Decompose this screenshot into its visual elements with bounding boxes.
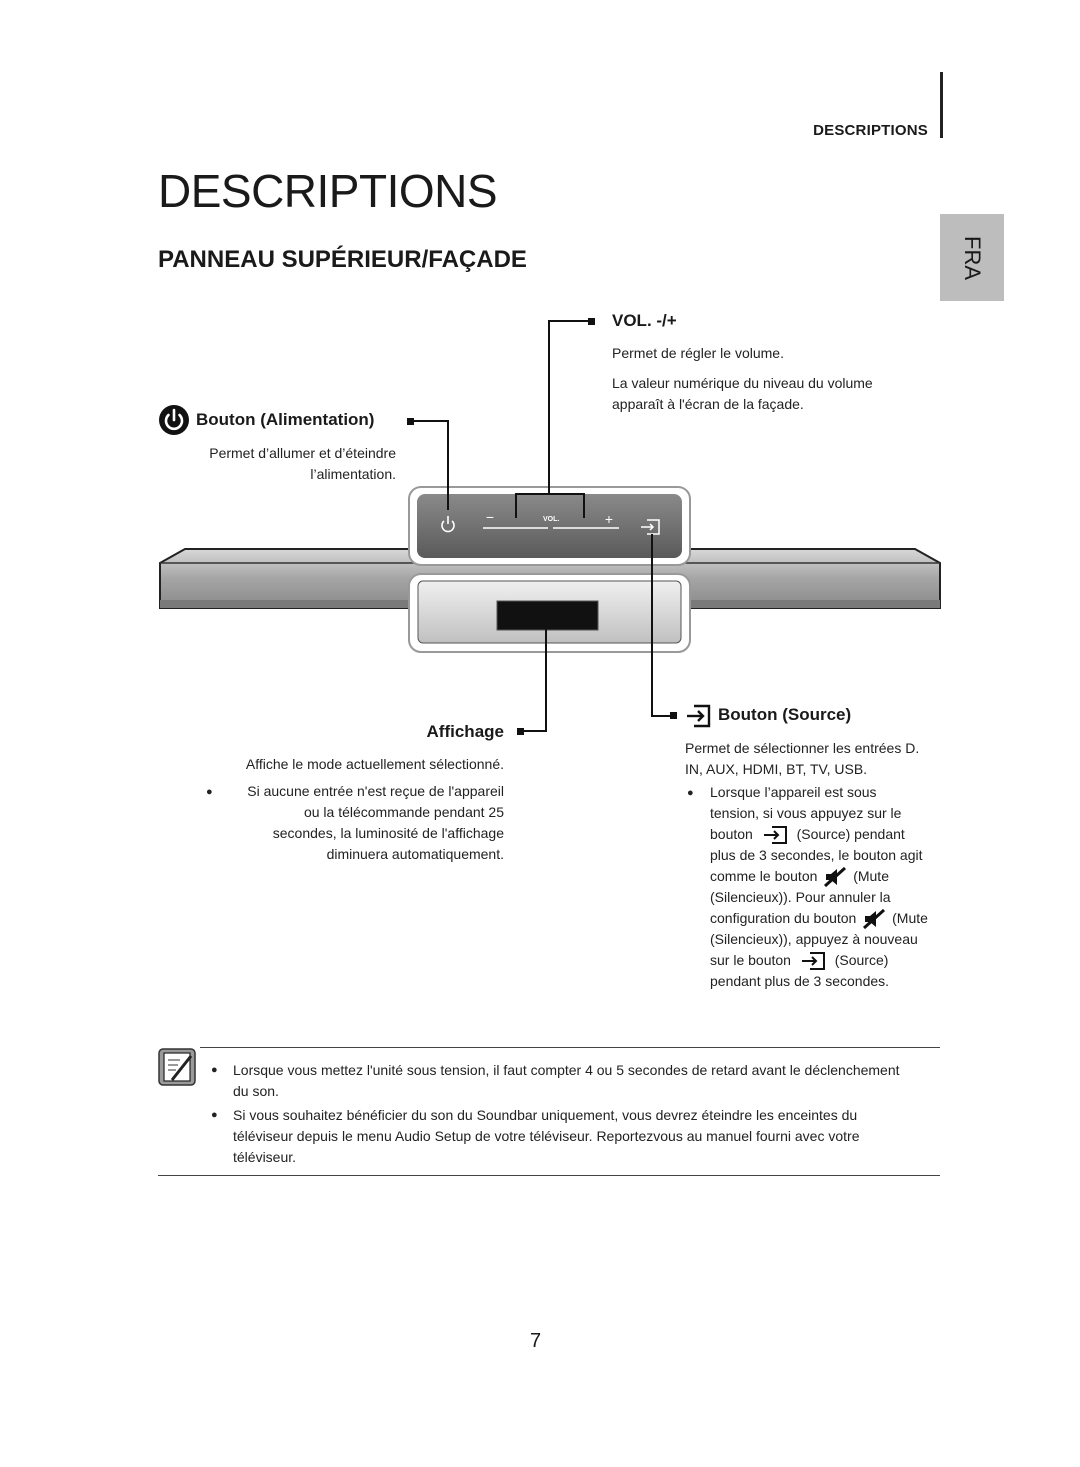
source-bullet-line-9: sur le bouton (Source): [710, 950, 888, 971]
page-title: DESCRIPTIONS: [158, 165, 498, 217]
power-icon: [159, 405, 189, 435]
source-bullet-line-8: (Silencieux)), appuyez à nouveau: [710, 931, 918, 947]
display-window: [496, 600, 599, 631]
source-bullet-line-5a: comme le bouton: [710, 868, 818, 884]
display-bullet-line-1: Si aucune entrée n'est reçue de l'appare…: [247, 783, 504, 799]
display-callout-title: Affichage: [426, 722, 504, 741]
mute-icon: [863, 909, 886, 930]
notes-top-rule: [200, 1047, 940, 1048]
panel-power-icon: [441, 516, 455, 533]
source-bullet-line-6: (Silencieux)). Pour annuler la: [710, 889, 891, 905]
source-icon: [801, 952, 825, 971]
panel-vol-label: VOL.: [543, 516, 559, 523]
source-bullet-line-7b: (Mute: [892, 910, 928, 926]
note-item-1: Lorsque vous mettez l'unité sous tension…: [211, 1060, 911, 1102]
source-bullet-line-1: Lorsque l’appareil est sous: [710, 784, 877, 800]
source-bullet-dot: ●: [687, 787, 694, 799]
notes-bottom-rule: [158, 1175, 940, 1176]
note-item-2: Si vous souhaitez bénéficier du son du S…: [211, 1105, 911, 1168]
vol-callout-line-3: apparaît à l'écran de la façade.: [612, 396, 804, 412]
source-bullet-line-9b: (Source): [834, 952, 889, 968]
notes-list: Lorsque vous mettez l'unité sous tension…: [211, 1060, 911, 1168]
source-bullet-line-10: pendant plus de 3 secondes.: [710, 973, 890, 989]
page-number: 7: [530, 1330, 542, 1352]
power-callout-line-2: l’alimentation.: [310, 466, 396, 482]
source-bullet-line-4: plus de 3 secondes, le bouton agit: [710, 847, 923, 863]
source-bullet-line-7a: configuration du bouton: [710, 910, 857, 926]
source-bullet-line-5b: (Mute: [853, 868, 889, 884]
panel-minus-label: −: [486, 509, 494, 525]
section-title: PANNEAU SUPÉRIEUR/FAÇADE: [158, 246, 527, 273]
top-panel-callout: − VOL. +: [408, 486, 691, 566]
source-bullet-line-7: configuration du bouton (Mute: [710, 908, 928, 930]
vol-callout-title: VOL. -/+: [612, 311, 677, 330]
source-icon: [687, 704, 711, 728]
note-icon: [158, 1048, 196, 1086]
source-desc-line-1: Permet de sélectionner les entrées D.: [685, 740, 920, 756]
display-bullet-line-2: ou la télécommande pendant 25: [303, 804, 504, 820]
display-callout-desc: Affiche le mode actuellement sélectionné…: [245, 756, 504, 772]
soundbar-diagram: − VOL. +: [159, 318, 941, 735]
vol-callout-line-2: La valeur numérique du niveau du volume: [612, 375, 873, 391]
display-bullet-dot: ●: [206, 786, 213, 798]
source-desc-line-2: IN, AUX, HDMI, BT, TV, USB.: [685, 761, 868, 777]
source-bullet-line-2: tension, si vous appuyez sur le: [710, 805, 902, 821]
header-rule: [940, 72, 943, 138]
source-bullet-line-9a: sur le bouton: [710, 952, 791, 968]
header-section-label: DESCRIPTIONS: [813, 122, 928, 139]
leader-lines: [409, 320, 670, 732]
source-bullet-line-5: comme le bouton (Mute: [710, 866, 889, 888]
source-bullet-line-3: bouton (Source) pendant: [710, 824, 905, 845]
language-tab: FRA: [940, 214, 1004, 301]
panel-plus-label: +: [605, 511, 613, 527]
display-bullet-line-4: diminuera automatiquement.: [326, 846, 504, 862]
front-panel-callout: [408, 573, 691, 653]
power-callout-line-1: Permet d’allumer et d’éteindre: [209, 445, 396, 461]
mute-icon: [824, 867, 847, 888]
vol-callout-line-1: Permet de régler le volume.: [612, 345, 784, 361]
power-callout-title: Bouton (Alimentation): [196, 410, 375, 429]
source-callout-title: Bouton (Source): [718, 705, 852, 724]
source-icon: [763, 826, 787, 845]
display-bullet-line-3: secondes, la luminosité de l'affichage: [272, 825, 504, 841]
source-bullet-line-3b: (Source) pendant: [796, 826, 905, 842]
source-bullet-line-3a: bouton: [710, 826, 753, 842]
